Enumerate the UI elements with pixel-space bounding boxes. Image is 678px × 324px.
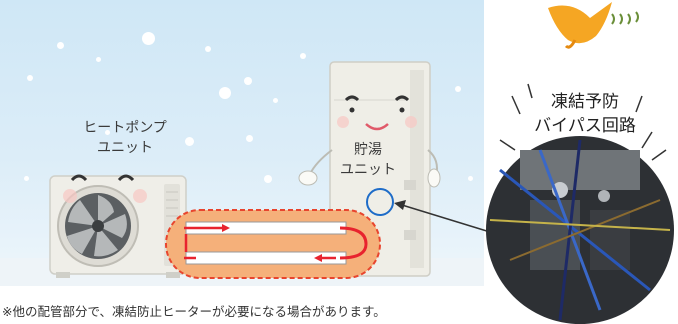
bypass-photo xyxy=(486,136,674,324)
heat-pump-unit xyxy=(49,174,187,278)
footnote: ※他の配管部分で、凍結防止ヒーターが必要になる場合があります。 xyxy=(2,304,386,319)
snowflake-icon xyxy=(468,176,473,181)
circle-marker xyxy=(366,188,394,216)
snowflake-icon xyxy=(273,98,278,103)
snowflake-icon xyxy=(205,46,211,52)
snowflake-icon xyxy=(219,87,231,99)
snowflake-icon xyxy=(264,175,272,183)
pipe-highlight xyxy=(165,209,381,279)
snowflake-icon xyxy=(185,137,194,146)
tank-label: 貯湯 ユニット xyxy=(340,142,396,178)
snowflake-icon xyxy=(96,57,101,62)
bypass-label: 凍結予防 バイパス回路 xyxy=(534,92,636,136)
snowflake-icon xyxy=(105,130,110,135)
snowflake-icon xyxy=(455,86,461,92)
heatpump-label: ヒートポンプ ユニット xyxy=(83,120,167,156)
snowflake-icon xyxy=(27,75,33,81)
snowflake-icon xyxy=(300,53,306,59)
snowflake-icon xyxy=(244,77,252,85)
bird-icon xyxy=(548,2,639,49)
snowflake-icon xyxy=(246,135,253,142)
snowflake-icon xyxy=(57,42,64,49)
snowflake-icon xyxy=(142,32,155,45)
snowflake-icon xyxy=(24,176,29,181)
emphasis-lines xyxy=(499,83,667,161)
